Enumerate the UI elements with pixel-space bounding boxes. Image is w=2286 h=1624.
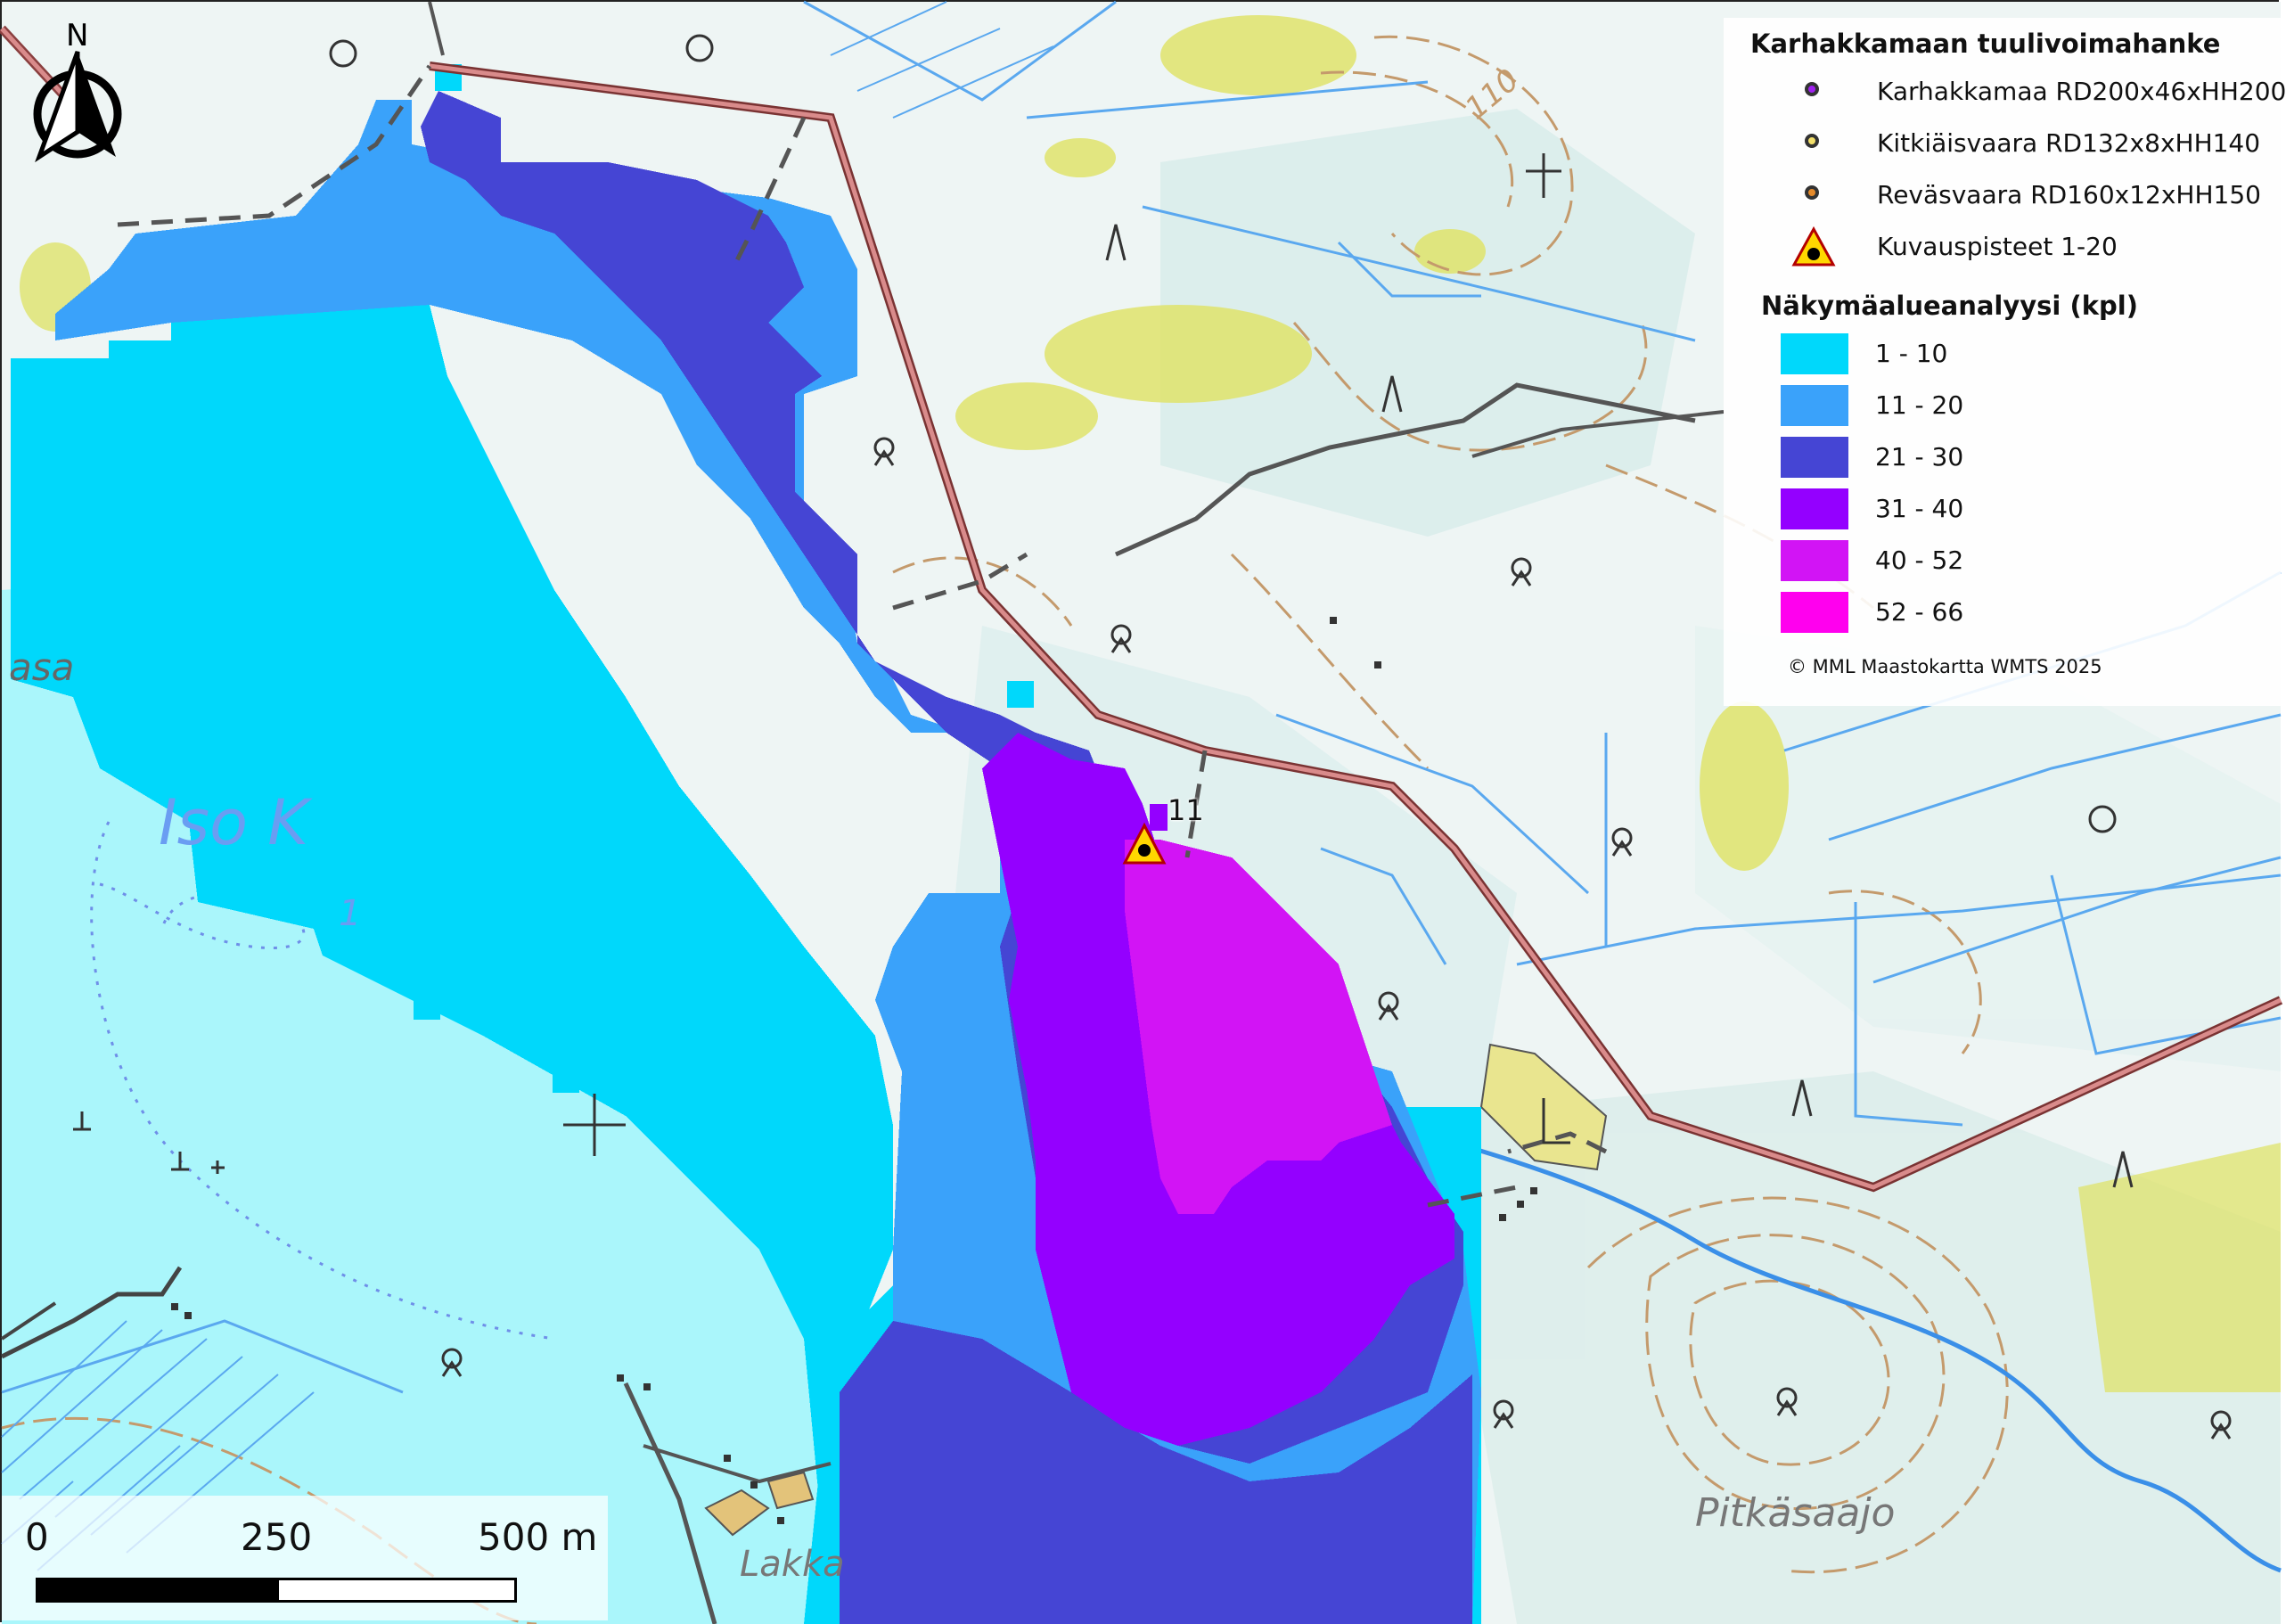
scale-bar: 0 250 500 m xyxy=(2,1496,608,1620)
turbine-point-icon xyxy=(1805,82,1819,96)
scale-label-250: 250 xyxy=(241,1515,313,1559)
viewshed-raster xyxy=(11,64,1481,1624)
class-swatch xyxy=(1781,488,1848,529)
scale-label-500: 500 m xyxy=(478,1515,598,1559)
legend-class-1: 1 - 10 xyxy=(1724,332,2281,378)
place-label-lakka: Lakka xyxy=(740,1544,845,1585)
scale-bar-black-segment xyxy=(36,1578,282,1603)
map-copyright: © MML Maastokartta WMTS 2025 xyxy=(1788,656,2102,677)
legend-class-6: 52 - 66 xyxy=(1724,590,2281,636)
class-swatch xyxy=(1781,333,1848,374)
field-areas xyxy=(20,15,2281,1392)
place-label-pitkasaajo: Pitkäsaajo xyxy=(1695,1490,1896,1536)
class-swatch xyxy=(1781,540,1848,581)
scale-label-0: 0 xyxy=(25,1515,49,1559)
warning-triangle-icon xyxy=(1791,226,1836,267)
legend-class-3: 21 - 30 xyxy=(1724,435,2281,481)
lake-depth-label: 1 xyxy=(339,893,362,934)
north-arrow: N xyxy=(20,14,135,166)
tracks xyxy=(117,64,1608,1208)
scale-bar-white-segment xyxy=(276,1578,517,1603)
legend-class-4: 31 - 40 xyxy=(1724,487,2281,533)
class-swatch xyxy=(1781,385,1848,426)
place-label-west: asa xyxy=(9,645,75,689)
class-label: 40 - 52 xyxy=(1875,545,1964,575)
residential-area xyxy=(704,1471,815,1537)
buildings xyxy=(171,617,1537,1524)
class-label: 31 - 40 xyxy=(1875,494,1964,523)
legend-class-2: 11 - 20 xyxy=(1724,383,2281,430)
turbine-point-icon xyxy=(1805,185,1819,200)
legend-item-revasvaara: Reväsvaara RD160x12xHH150 xyxy=(1724,173,2281,219)
legend-class-5: 40 - 52 xyxy=(1724,538,2281,585)
lake-name-label: Iso K xyxy=(159,786,309,859)
legend-label: Karhakkamaa RD200x46xHH200 xyxy=(1877,77,2286,106)
turbine-point-icon xyxy=(1805,134,1819,148)
class-label: 11 - 20 xyxy=(1875,390,1964,420)
legend-label: Kuvauspisteet 1-20 xyxy=(1877,232,2118,261)
class-label: 1 - 10 xyxy=(1875,339,1948,368)
north-arrow-icon xyxy=(33,51,122,163)
map-symbols xyxy=(73,34,2232,1439)
legend-item-karhakkamaa: Karhakkamaa RD200x46xHH200 xyxy=(1724,70,2286,116)
class-label: 21 - 30 xyxy=(1875,442,1964,472)
legend-label: Kitkiäisvaara RD132x8xHH140 xyxy=(1877,128,2261,158)
class-swatch xyxy=(1781,437,1848,478)
north-label: N xyxy=(66,18,89,53)
analysis-legend-title: Näkymäalueanalyysi (kpl) xyxy=(1761,291,2138,321)
legend-label: Reväsvaara RD160x12xHH150 xyxy=(1877,180,2261,209)
photo-point-11[interactable] xyxy=(1122,822,1167,865)
legend-panel: Karhakkamaan tuulivoimahanke Karhakkamaa… xyxy=(1724,18,2286,706)
photo-point-label: 11 xyxy=(1168,793,1204,827)
legend-title: Karhakkamaan tuulivoimahanke xyxy=(1750,29,2221,59)
class-label: 52 - 66 xyxy=(1875,597,1964,627)
class-swatch xyxy=(1781,592,1848,633)
legend-item-kitkiaisvaara: Kitkiäisvaara RD132x8xHH140 xyxy=(1724,121,2281,168)
legend-item-photo-points: Kuvauspisteet 1-20 xyxy=(1724,225,2281,271)
